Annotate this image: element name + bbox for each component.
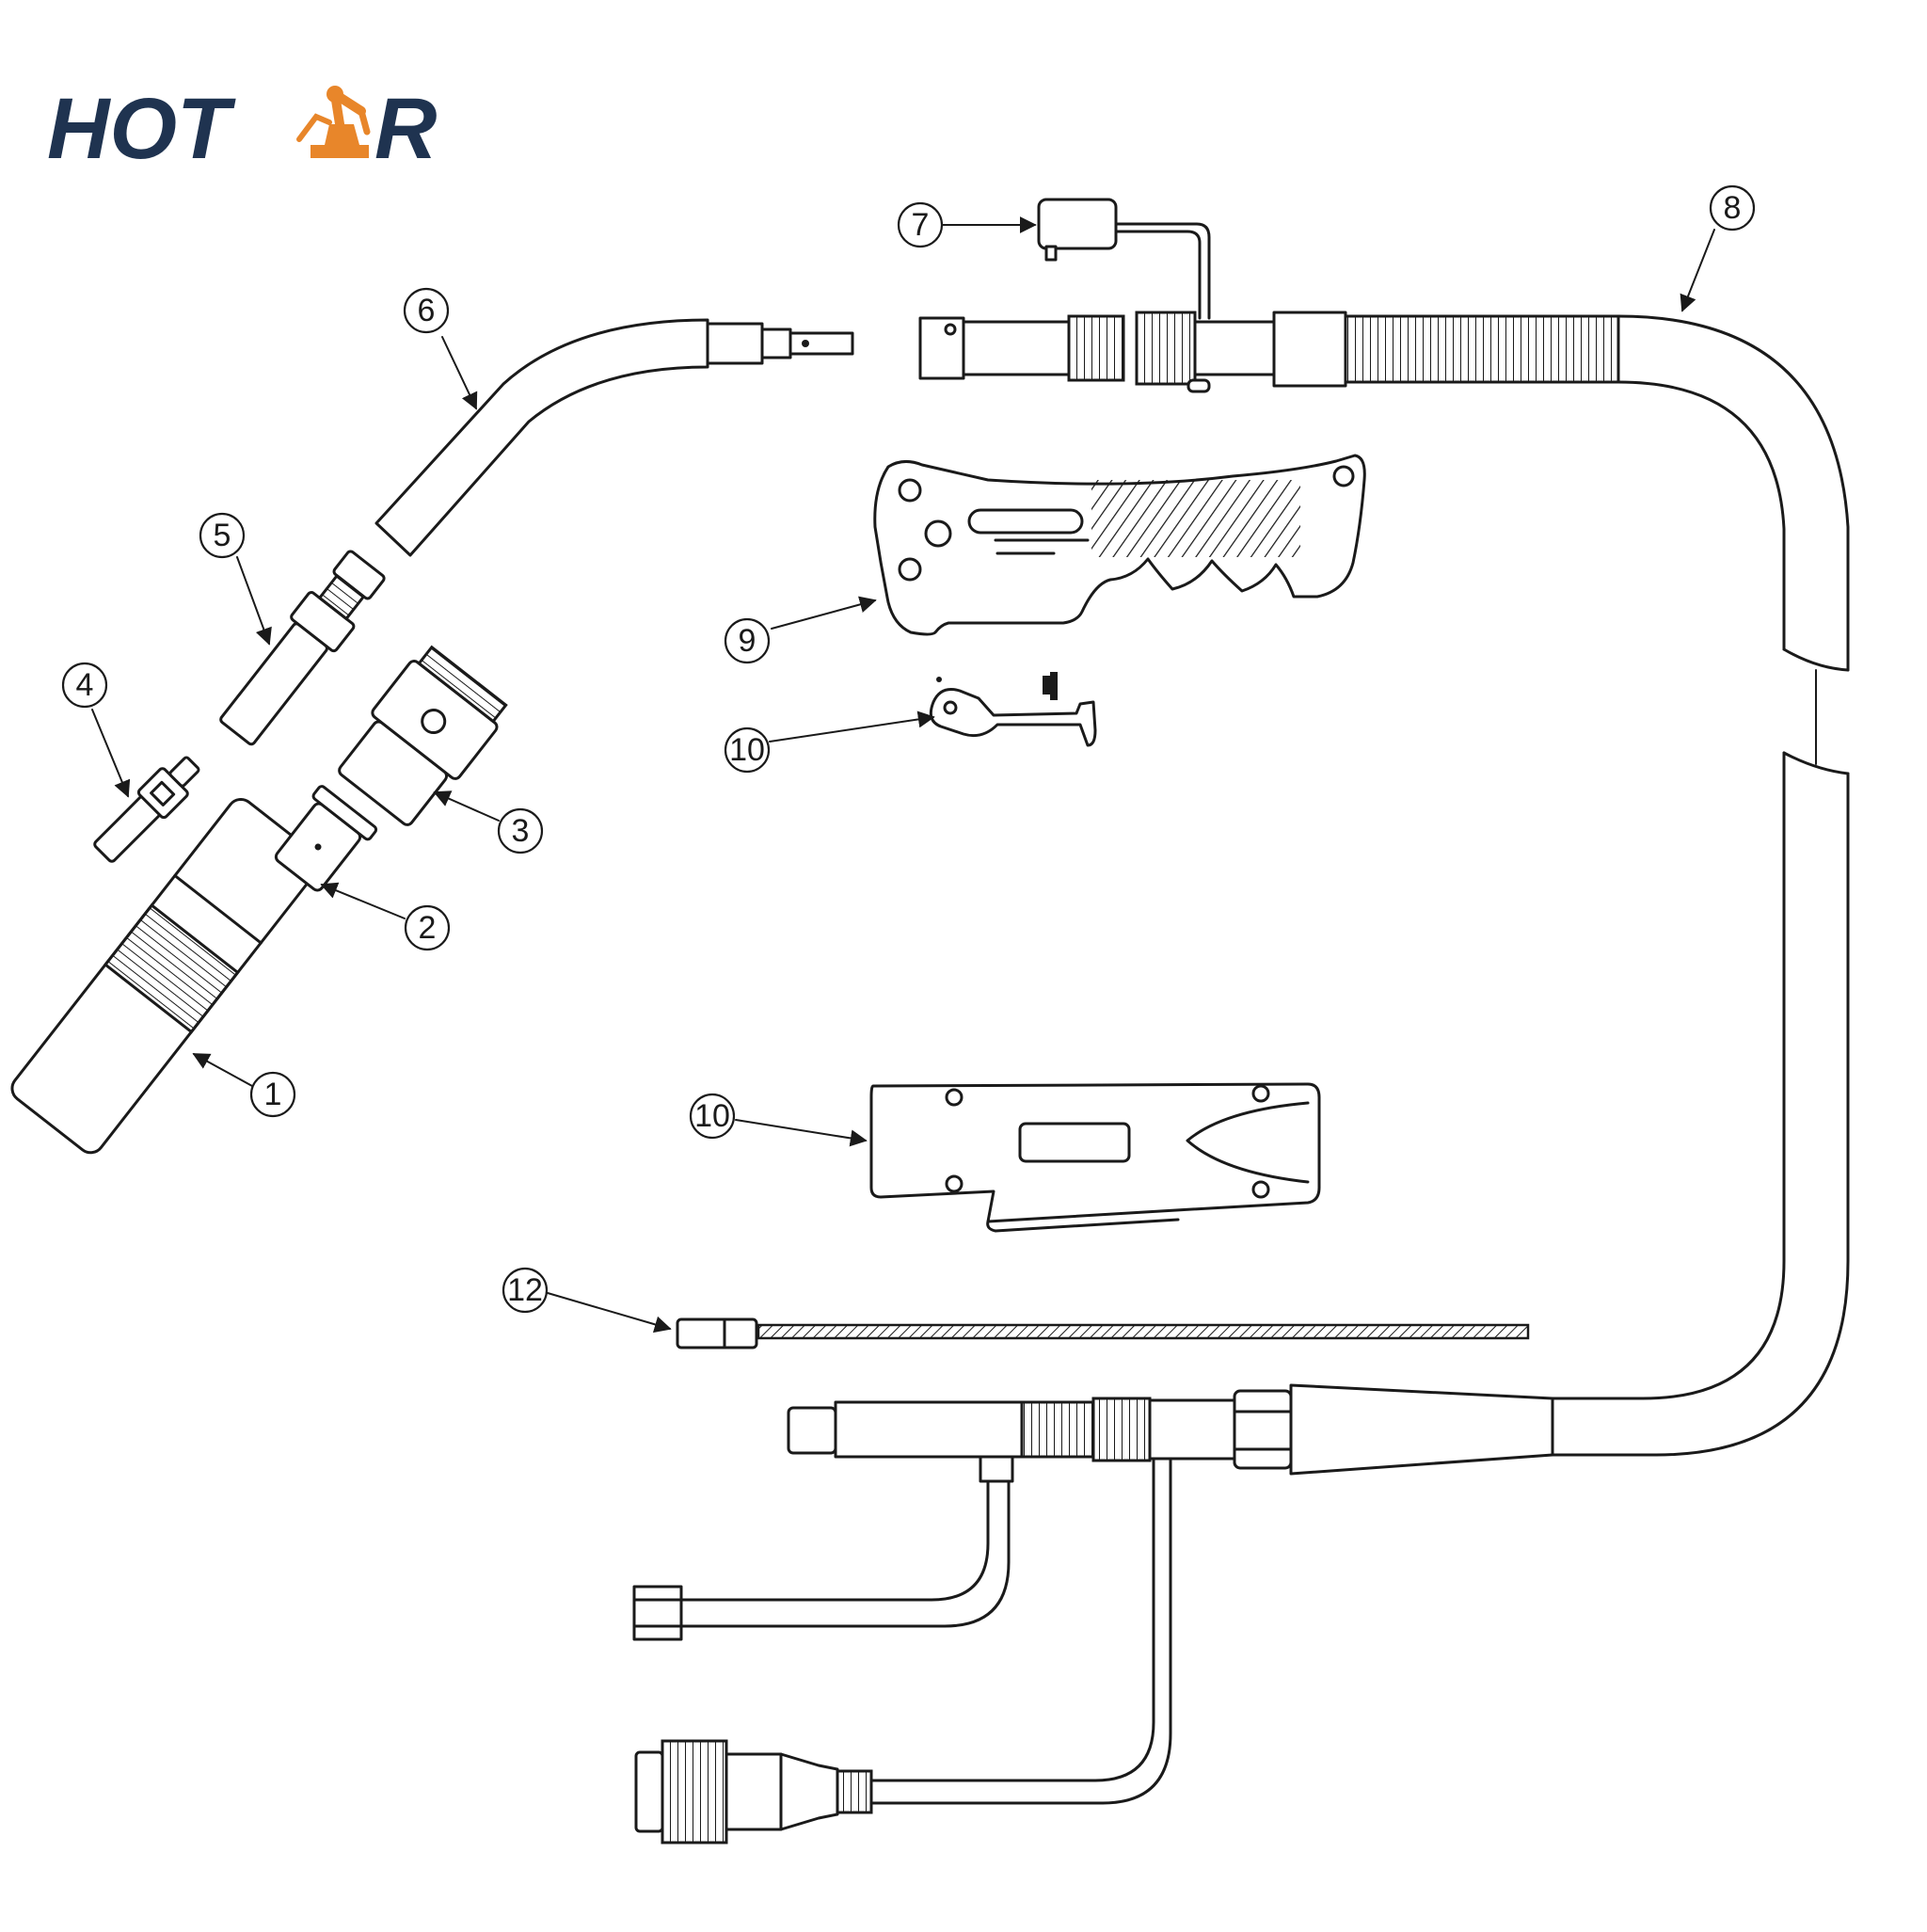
callout-4: 4 (61, 662, 108, 709)
part-10-trigger (929, 672, 1097, 747)
callout-6: 6 (403, 287, 450, 334)
callout-10: 10 (724, 726, 771, 774)
part-8-cable-assembly (632, 311, 1850, 1844)
callout-5: 5 (199, 512, 246, 559)
part-1-nozzle (10, 797, 321, 1155)
callout-leaders (91, 216, 1715, 1333)
callout-label: 5 (214, 518, 231, 553)
part-10-handle-cover (869, 1082, 1321, 1233)
callout-label: 8 (1724, 190, 1742, 226)
part-6-swan-neck (374, 318, 854, 557)
callout-7: 7 (897, 201, 944, 248)
callout-8: 8 (1709, 184, 1756, 232)
brand-logo: HOT R (47, 81, 437, 177)
callout-1: 1 (249, 1071, 296, 1118)
callout-3: 3 (497, 807, 544, 854)
callout-label: 10 (694, 1098, 730, 1134)
logo-text-left: HOT (47, 81, 236, 177)
part-7-micro-switch (1037, 198, 1211, 320)
callout-label: 9 (739, 623, 756, 659)
callout-label: 3 (512, 813, 530, 849)
callout-label: 4 (76, 667, 94, 703)
callout-9: 9 (724, 617, 771, 664)
part-12-liner (676, 1317, 1530, 1349)
callout-10b: 10 (689, 1093, 736, 1140)
callout-label: 2 (419, 910, 437, 946)
callout-12: 12 (502, 1267, 549, 1314)
callout-label: 1 (264, 1077, 282, 1112)
callout-2: 2 (404, 904, 451, 951)
callout-label: 6 (418, 293, 436, 328)
robot-arm-icon (296, 86, 371, 158)
callout-label: 12 (507, 1272, 543, 1308)
callout-label: 7 (912, 207, 930, 243)
part-9-handle (873, 454, 1366, 636)
callout-label: 10 (729, 732, 765, 768)
part-2-tip-holder (274, 785, 378, 892)
part-5-adaptor (219, 550, 386, 746)
part-4-contact-tip (93, 756, 200, 863)
logo-text-right: R (374, 81, 437, 177)
part-3-diffuser (338, 645, 508, 826)
